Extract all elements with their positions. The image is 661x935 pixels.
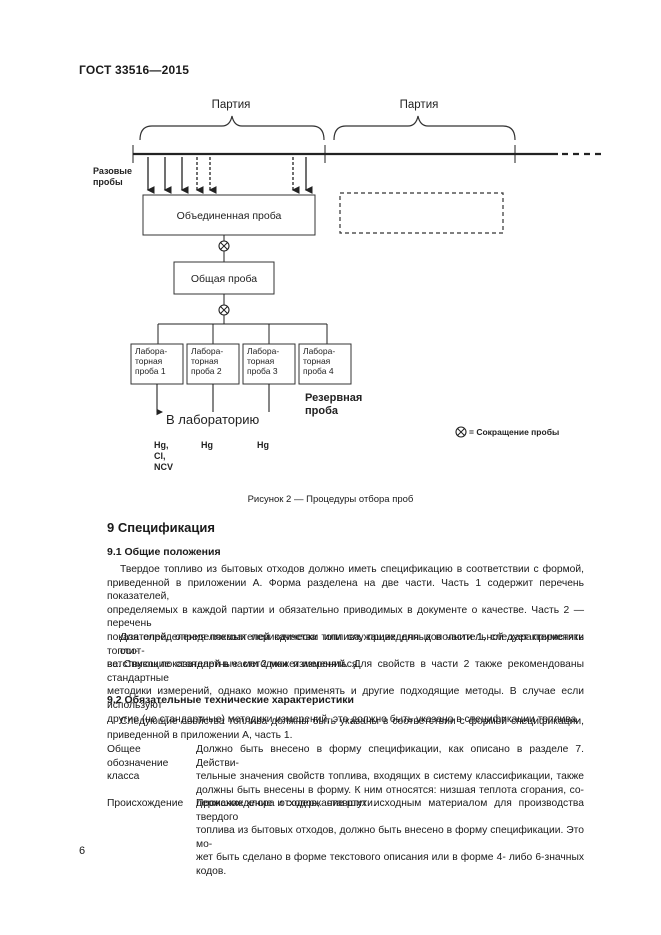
paragraph-3: Следующие свойства топлива должны быть у… bbox=[107, 716, 584, 741]
increment-label: Разовые пробы bbox=[93, 166, 135, 187]
party-brace-2 bbox=[333, 115, 516, 141]
lab-sample-box-4 bbox=[298, 343, 352, 385]
lab-sample-label-2: Лабора- торная проба 2 bbox=[191, 346, 226, 376]
lab-sample-box-1 bbox=[130, 343, 184, 385]
subsection-title-general: 9.1 Общие положения bbox=[107, 546, 221, 558]
figure-caption: Рисунок 2 — Процедуры отбора проб bbox=[247, 494, 414, 505]
paragraph-2: Для определения показателей качества топ… bbox=[107, 632, 584, 725]
analytes-2: Hg bbox=[201, 440, 213, 450]
definition-origin: Происхождение отходов, ставших исходным … bbox=[196, 798, 584, 877]
general-sample-box bbox=[173, 261, 275, 295]
term-general-class: Общее обозначение класса bbox=[107, 744, 169, 783]
legend-reduction-icon bbox=[455, 426, 467, 438]
party-label-1: Партия bbox=[212, 99, 251, 111]
party-label-2: Партия bbox=[400, 99, 439, 111]
lab-sample-label-3: Лабора- торная проба 3 bbox=[247, 346, 282, 376]
lab-sample-label-4: Лабора- торная проба 4 bbox=[303, 346, 338, 376]
analytes-3: Hg bbox=[257, 440, 269, 450]
lab-sample-box-3 bbox=[242, 343, 296, 385]
page-number: 6 bbox=[79, 845, 86, 857]
combined-sample-box-2 bbox=[339, 192, 504, 234]
reduction-symbol-icon bbox=[218, 240, 230, 252]
term-origin: Происхождение bbox=[107, 798, 184, 809]
combined-sample-box bbox=[142, 194, 316, 236]
subsection-title-mandatory: 9.2 Обязательные технические характерист… bbox=[107, 694, 355, 706]
to-laboratory-label: В лабораторию bbox=[166, 412, 259, 427]
lab-sample-box-2 bbox=[186, 343, 240, 385]
analytes-1: Hg, Cl, NCV bbox=[154, 440, 173, 472]
reduction-symbol-icon bbox=[218, 304, 230, 316]
combined-sample-label: Объединенная проба bbox=[177, 210, 282, 222]
definition-general-class: Должно быть внесено в форму спецификации… bbox=[196, 744, 584, 810]
party-brace-1 bbox=[139, 115, 325, 141]
legend-text: = Сокращение пробы bbox=[469, 427, 559, 437]
sampling-diagram: Партия Партия Разовые пробы Объединенная… bbox=[93, 99, 604, 472]
paragraph-1: Твердое топливо из бытовых отходов должн… bbox=[107, 564, 584, 671]
lab-sample-label-1: Лабора- торная проба 1 bbox=[135, 346, 170, 376]
general-sample-label: Общая проба bbox=[191, 273, 257, 285]
reserve-sample-label: Резервная проба bbox=[305, 392, 365, 417]
section-title: 9 Спецификация bbox=[107, 520, 215, 535]
document-header: ГОСТ 33516—2015 bbox=[79, 63, 190, 77]
